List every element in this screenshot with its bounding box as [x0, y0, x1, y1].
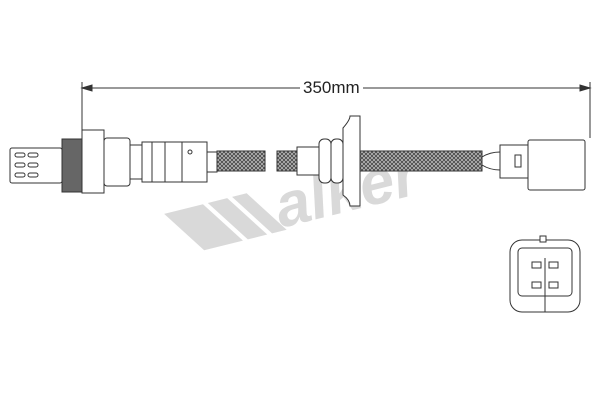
length-dimension-label: 350mm [300, 78, 363, 98]
sensor-neck [129, 144, 143, 180]
grommet [296, 146, 320, 176]
grommet-ring-2 [330, 138, 344, 184]
sensor-shell [141, 141, 208, 183]
lead-wires [481, 151, 501, 171]
sensor-thread [61, 138, 83, 193]
braided-cable-1 [216, 150, 266, 172]
connector-boot [499, 144, 529, 179]
connector-housing [527, 139, 586, 191]
sensor-body [103, 137, 131, 187]
sensor-probe-tip [9, 147, 63, 184]
braided-cable-3 [359, 150, 483, 172]
mounting-flange [342, 115, 361, 207]
grommet-ring-1 [318, 138, 332, 184]
cable-crimp [206, 151, 218, 173]
hex-flange [81, 129, 105, 194]
connector-face-view [509, 235, 581, 313]
braided-cable-2 [276, 150, 298, 172]
